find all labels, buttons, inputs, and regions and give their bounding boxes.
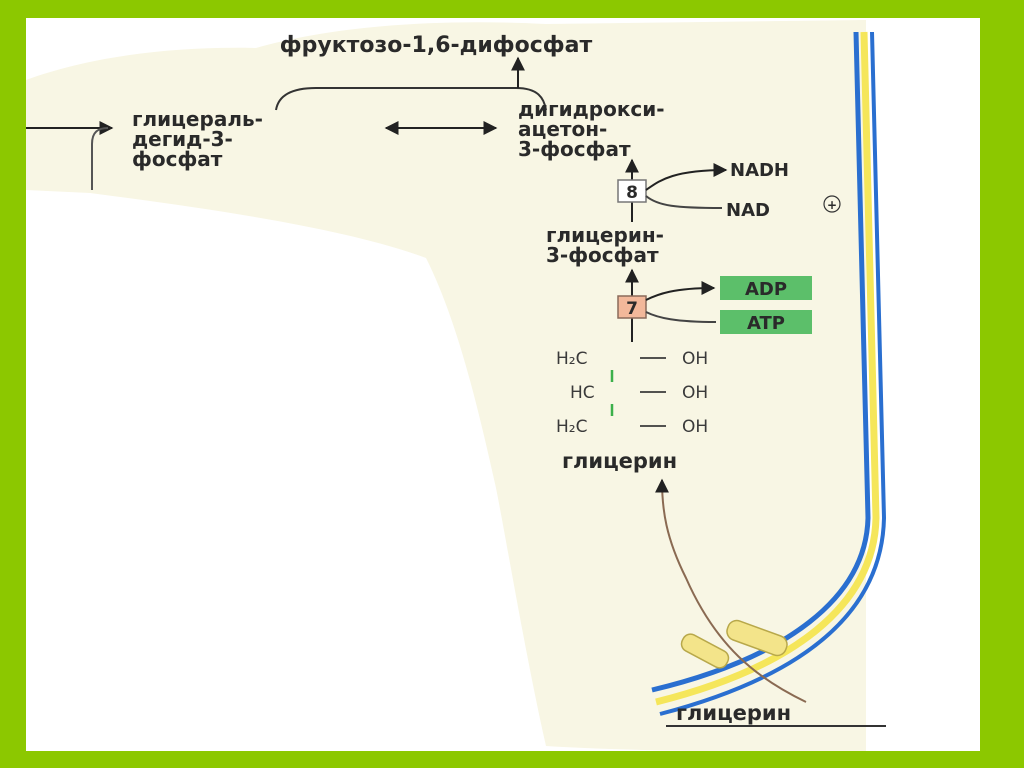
glycerol3p-line2: 3-фосфат	[546, 243, 659, 267]
incoming-curve	[91, 127, 109, 190]
cell-membrane	[651, 31, 887, 716]
nad-charge-circle	[823, 195, 841, 213]
atp-box	[720, 310, 812, 334]
glycerol-c2: HC	[570, 383, 595, 403]
enzyme-8-box	[617, 179, 647, 203]
glyceraldehyde-line3: фосфат	[132, 147, 223, 171]
atp-curve	[645, 311, 717, 323]
glycerol-structure: H₂C OH HC OH H₂C OH	[556, 349, 708, 437]
slide-canvas: фруктозо-1,6-дифосфат глицераль- дегид-3…	[26, 18, 980, 751]
glyceraldehyde-line1: глицераль-	[132, 107, 263, 131]
glycerol-oh3: OH	[682, 417, 708, 437]
glycerol-c1: H₂C	[556, 349, 587, 369]
glycerol-c3: H₂C	[556, 417, 587, 437]
atp-label: ATP	[747, 313, 785, 334]
dhap-line3: 3-фосфат	[518, 137, 631, 161]
glycerol-channel-protein	[680, 619, 788, 669]
dhap-line2: ацетон-	[518, 117, 607, 141]
nadh-arrow	[645, 163, 728, 191]
enzyme-8-label: 8	[626, 183, 638, 203]
glycerol3p-line1: глицерин-	[546, 223, 664, 247]
nadh-label: NADH	[730, 160, 789, 181]
glycerol-oh1: OH	[682, 349, 708, 369]
glyceraldehyde-line2: дегид-3-	[132, 127, 233, 151]
enzyme-7-box	[617, 295, 647, 319]
glycerol-metabolism-diagram: фруктозо-1,6-дифосфат глицераль- дегид-3…	[26, 20, 887, 751]
nad-label: NAD	[726, 200, 770, 221]
nad-charge: +	[827, 198, 837, 212]
fructose-bisphosphate-label: фруктозо-1,6-дифосфат	[280, 33, 593, 58]
nad-curve	[645, 195, 723, 209]
adp-arrow	[645, 281, 716, 301]
adp-label: ADP	[745, 279, 787, 300]
adp-box	[720, 276, 812, 300]
glycerol-label: глицерин	[562, 449, 677, 473]
glycerol-outside-label: глицерин	[676, 701, 791, 725]
glycerol-transport-arrow	[655, 478, 807, 703]
aldolase-branch	[275, 87, 547, 111]
enzyme-7-label: 7	[626, 299, 638, 319]
glycerol-oh2: OH	[682, 383, 708, 403]
dhap-line1: дигидрокси-	[518, 97, 665, 121]
